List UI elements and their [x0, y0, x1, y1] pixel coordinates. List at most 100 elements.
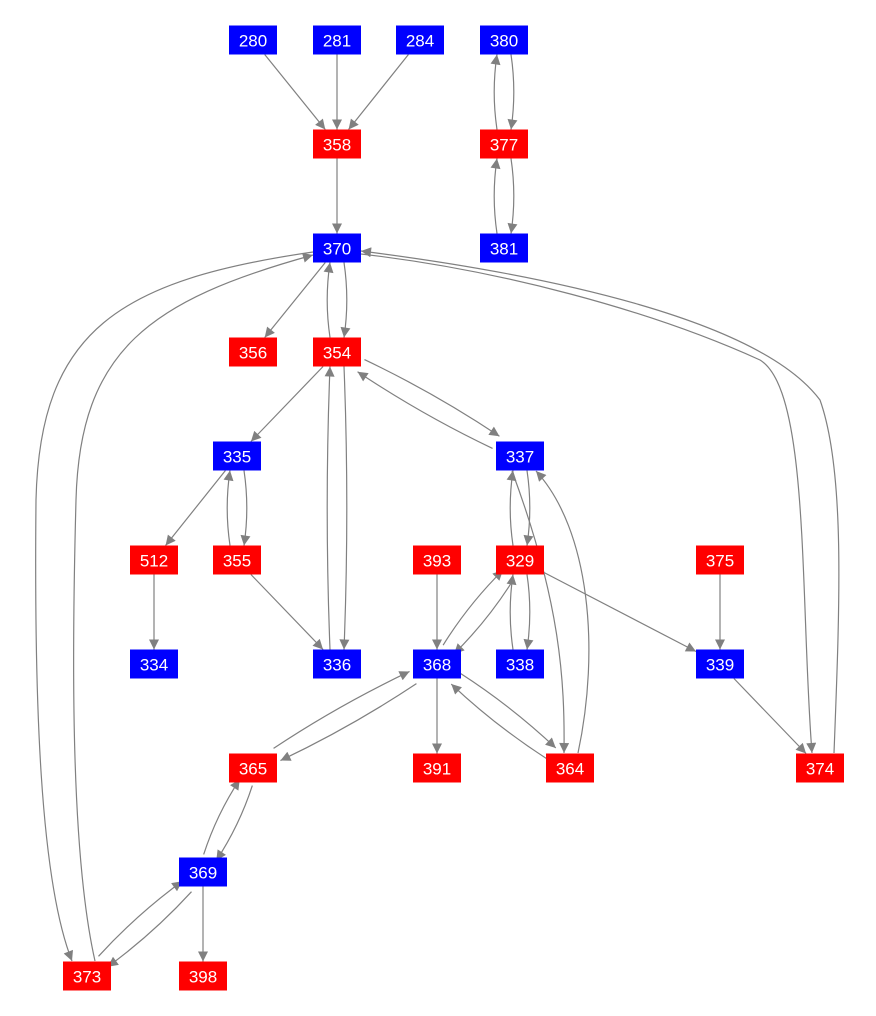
- edge-369-to-373: [107, 891, 192, 968]
- edge-377-to-380: [490, 54, 501, 130]
- node-label: 329: [506, 552, 534, 571]
- node-280[interactable]: 280: [229, 25, 277, 55]
- node-365[interactable]: 365: [229, 753, 277, 783]
- edge-377-to-381: [507, 158, 518, 234]
- node-368[interactable]: 368: [413, 649, 461, 679]
- edge-364-to-337: [535, 470, 590, 754]
- node-box: [396, 25, 444, 55]
- edge-336-to-354: [324, 366, 335, 650]
- edge-381-to-377: [490, 158, 501, 234]
- node-370[interactable]: 370: [313, 233, 361, 263]
- edge-369-to-365: [203, 779, 241, 855]
- node-358[interactable]: 358: [313, 129, 361, 159]
- node-box: [413, 649, 461, 679]
- node-box: [229, 25, 277, 55]
- node-box: [496, 545, 544, 575]
- node-356[interactable]: 356: [229, 337, 277, 367]
- node-box: [546, 753, 594, 783]
- edge-329-to-339: [543, 571, 697, 653]
- node-355[interactable]: 355: [213, 545, 261, 575]
- node-box: [413, 545, 461, 575]
- node-box: [63, 961, 111, 991]
- node-box: [229, 337, 277, 367]
- node-label: 355: [223, 552, 251, 571]
- node-label: 374: [806, 760, 834, 779]
- node-box: [213, 545, 261, 575]
- edge-368-to-364: [459, 672, 557, 749]
- edge-354-to-335: [250, 366, 324, 442]
- node-label: 284: [406, 32, 434, 51]
- node-375[interactable]: 375: [696, 545, 744, 575]
- node-box: [229, 753, 277, 783]
- node-box: [179, 857, 227, 887]
- node-label: 375: [706, 552, 734, 571]
- node-284[interactable]: 284: [396, 25, 444, 55]
- node-377[interactable]: 377: [480, 129, 528, 159]
- node-label: 337: [506, 448, 534, 467]
- node-374[interactable]: 374: [796, 753, 844, 783]
- edge-354-to-336: [339, 366, 350, 650]
- edge-329-to-337: [506, 470, 517, 546]
- node-label: 281: [323, 32, 351, 51]
- edge-284-to-358: [348, 54, 409, 130]
- node-381[interactable]: 381: [480, 233, 528, 263]
- edge-373-to-370: [72, 252, 314, 962]
- node-336[interactable]: 336: [313, 649, 361, 679]
- node-box: [313, 129, 361, 159]
- node-354[interactable]: 354: [313, 337, 361, 367]
- edge-370-to-374: [360, 253, 817, 754]
- node-380[interactable]: 380: [480, 25, 528, 55]
- node-label: 380: [490, 32, 518, 51]
- node-373[interactable]: 373: [63, 961, 111, 991]
- edge-335-to-355: [240, 470, 251, 546]
- node-box: [480, 25, 528, 55]
- node-box: [313, 25, 361, 55]
- node-label: 339: [706, 656, 734, 675]
- node-393[interactable]: 393: [413, 545, 461, 575]
- edge-368-to-329: [442, 569, 504, 646]
- node-label: 377: [490, 136, 518, 155]
- edge-370-to-373: [35, 251, 314, 962]
- node-label: 398: [189, 968, 217, 987]
- nodes-layer: 280 281 284 380 358 377 370 381 356 354 335 337 512 3…: [63, 25, 844, 991]
- node-label: 393: [423, 552, 451, 571]
- edge-373-to-369: [98, 880, 183, 957]
- node-338[interactable]: 338: [496, 649, 544, 679]
- node-label: 334: [140, 656, 168, 675]
- node-label: 373: [73, 968, 101, 987]
- node-box: [313, 233, 361, 263]
- node-box: [696, 649, 744, 679]
- node-box: [130, 545, 178, 575]
- edge-365-to-368: [273, 670, 410, 749]
- node-box: [313, 337, 361, 367]
- node-label: 391: [423, 760, 451, 779]
- node-label: 365: [239, 760, 267, 779]
- node-398[interactable]: 398: [179, 961, 227, 991]
- node-337[interactable]: 337: [496, 441, 544, 471]
- edge-329-to-338: [523, 574, 534, 650]
- node-391[interactable]: 391: [413, 753, 461, 783]
- edge-354-to-337: [364, 359, 500, 437]
- node-label: 364: [556, 760, 584, 779]
- node-label: 354: [323, 344, 351, 363]
- edge-339-to-374: [733, 678, 807, 754]
- node-339[interactable]: 339: [696, 649, 744, 679]
- edge-355-to-336: [250, 574, 324, 650]
- node-334[interactable]: 334: [130, 649, 178, 679]
- node-box: [179, 961, 227, 991]
- node-512[interactable]: 512: [130, 545, 178, 575]
- edge-354-to-370: [323, 262, 334, 338]
- node-box: [796, 753, 844, 783]
- node-label: 336: [323, 656, 351, 675]
- node-329[interactable]: 329: [496, 545, 544, 575]
- node-335[interactable]: 335: [213, 441, 261, 471]
- node-label: 358: [323, 136, 351, 155]
- node-box: [496, 441, 544, 471]
- node-281[interactable]: 281: [313, 25, 361, 55]
- edge-338-to-329: [506, 574, 517, 650]
- node-364[interactable]: 364: [546, 753, 594, 783]
- node-label: 370: [323, 240, 351, 259]
- node-label: 512: [140, 552, 168, 571]
- node-label: 369: [189, 864, 217, 883]
- node-369[interactable]: 369: [179, 857, 227, 887]
